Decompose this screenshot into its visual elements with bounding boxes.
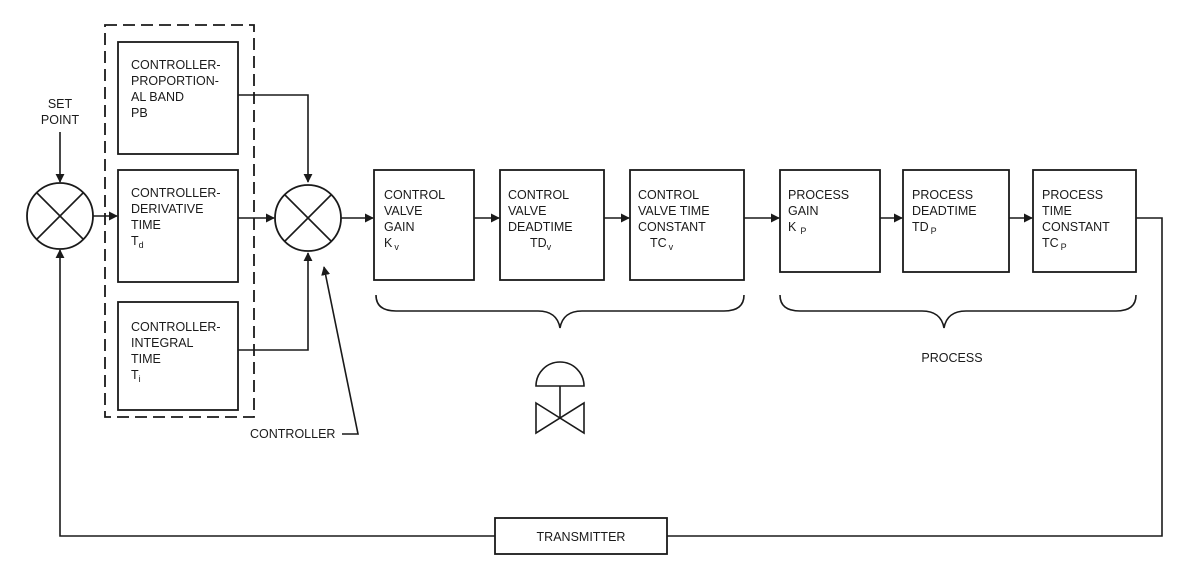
svg-text:INTEGRAL: INTEGRAL bbox=[131, 336, 194, 350]
svg-text:CONSTANT: CONSTANT bbox=[1042, 220, 1110, 234]
svg-text:Kv: Kv bbox=[384, 236, 399, 252]
svg-text:TIME: TIME bbox=[1042, 204, 1072, 218]
integral-time-block: CONTROLLER- INTEGRAL TIME Ti bbox=[117, 301, 239, 411]
process-label: PROCESS bbox=[921, 351, 982, 365]
svg-text:DERIVATIVE: DERIVATIVE bbox=[131, 202, 203, 216]
svg-text:CONTROL: CONTROL bbox=[384, 188, 445, 202]
svg-text:KP: KP bbox=[788, 220, 806, 236]
svg-text:Ti: Ti bbox=[131, 368, 141, 384]
svg-text:VALVE: VALVE bbox=[384, 204, 422, 218]
transmitter-label: TRANSMITTER bbox=[537, 530, 626, 544]
svg-text:PB: PB bbox=[131, 106, 148, 120]
svg-text:PROPORTION-: PROPORTION- bbox=[131, 74, 219, 88]
svg-text:AL BAND: AL BAND bbox=[131, 90, 184, 104]
svg-text:TIME: TIME bbox=[131, 218, 161, 232]
transmitter-block bbox=[494, 517, 668, 555]
svg-text:TDv: TDv bbox=[530, 236, 552, 252]
svg-text:PROCESS: PROCESS bbox=[1042, 188, 1103, 202]
valve-deadtime-block: CONTROL VALVE DEADTIME TDv bbox=[499, 169, 605, 281]
svg-text:PROCESS: PROCESS bbox=[912, 188, 973, 202]
svg-text:DEADTIME: DEADTIME bbox=[912, 204, 977, 218]
derivative-time-block: CONTROLLER- DERIVATIVE TIME Td bbox=[117, 169, 239, 283]
summing-junction-1 bbox=[26, 182, 94, 250]
set-point-label-line2: POINT bbox=[41, 113, 80, 127]
svg-text:PROCESS: PROCESS bbox=[788, 188, 849, 202]
svg-text:GAIN: GAIN bbox=[384, 220, 415, 234]
proportional-to-junction-arrow bbox=[238, 94, 313, 183]
valve-brace bbox=[375, 294, 745, 329]
svg-text:TDP: TDP bbox=[912, 220, 937, 236]
svg-text:CONTROLLER-: CONTROLLER- bbox=[131, 186, 221, 200]
proportional-band-block: CONTROLLER- PROPORTION- AL BAND PB bbox=[117, 41, 239, 155]
svg-text:TCv: TCv bbox=[650, 236, 674, 252]
process-output-line bbox=[667, 217, 1163, 537]
controller-boundary bbox=[104, 24, 255, 418]
summing-junction-2 bbox=[274, 184, 342, 252]
set-point-label-line1: SET bbox=[48, 97, 73, 111]
process-brace bbox=[779, 294, 1137, 329]
controller-pointer-arrow bbox=[321, 266, 359, 435]
control-valve-icon bbox=[535, 361, 585, 435]
svg-text:CONTROLLER-: CONTROLLER- bbox=[131, 58, 221, 72]
svg-text:Td: Td bbox=[131, 234, 144, 250]
integral-to-junction-arrow bbox=[238, 252, 313, 351]
svg-text:GAIN: GAIN bbox=[788, 204, 819, 218]
svg-text:TIME: TIME bbox=[131, 352, 161, 366]
svg-text:CONTROLLER-: CONTROLLER- bbox=[131, 320, 221, 334]
svg-text:VALVE: VALVE bbox=[508, 204, 546, 218]
svg-text:CONTROL: CONTROL bbox=[508, 188, 569, 202]
feedback-arrow bbox=[55, 249, 495, 537]
controller-label: CONTROLLER bbox=[250, 427, 335, 441]
svg-text:DEADTIME: DEADTIME bbox=[508, 220, 573, 234]
svg-text:CONSTANT: CONSTANT bbox=[638, 220, 706, 234]
svg-text:VALVE TIME: VALVE TIME bbox=[638, 204, 710, 218]
svg-text:TCP: TCP bbox=[1042, 236, 1067, 252]
svg-text:CONTROL: CONTROL bbox=[638, 188, 699, 202]
